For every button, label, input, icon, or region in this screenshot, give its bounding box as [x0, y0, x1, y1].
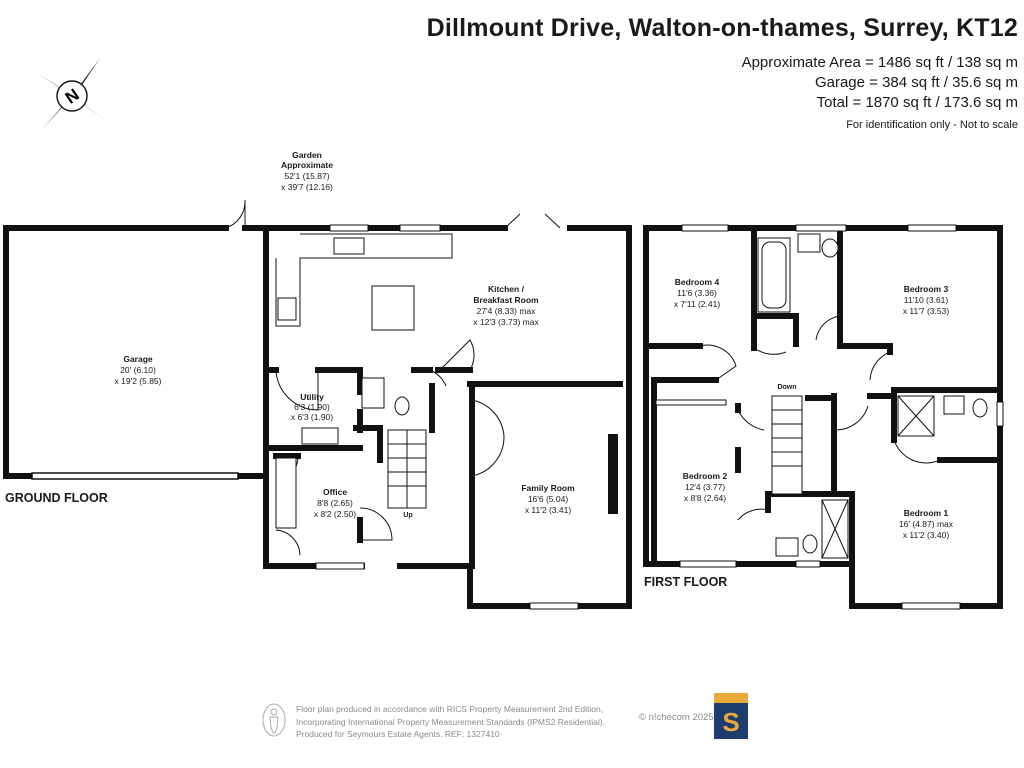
credit-text: © n!checom 2025. [639, 712, 717, 723]
bedroom4-dim-2: x 7'11 (2.41) [674, 299, 721, 309]
garage-dim-2: x 19'2 (5.85) [115, 376, 162, 386]
bedroom2-name: Bedroom 2 [683, 471, 728, 481]
footer-line-2: Incorporating International Property Mea… [296, 716, 605, 727]
garage-dim-1: 20' (6.10) [120, 365, 156, 375]
utility-dim-1: 6'3 (1.90) [294, 402, 330, 412]
bedroom2-dim-1: 12'4 (3.77) [685, 482, 726, 492]
bedroom2-dim-2: x 8'8 (2.64) [684, 493, 726, 503]
footer-line-3: Produced for Seymours Estate Agents. REF… [296, 729, 500, 739]
bedroom1-dim-1: 16' (4.87) max [899, 519, 954, 529]
kitchen-name-1: Kitchen / [488, 284, 525, 294]
bedroom1-dim-2: x 11'2 (3.40) [903, 530, 950, 540]
family-room-name: Family Room [521, 483, 575, 493]
utility-dim-2: x 6'3 (1.90) [291, 412, 333, 422]
bedroom4-name: Bedroom 4 [675, 277, 720, 287]
office-dim-2: x 8'2 (2.50) [314, 509, 356, 519]
property-address: Dillmount Drive, Walton-on-thames, Surre… [426, 14, 1018, 42]
ground-floor-label: GROUND FLOOR [5, 491, 108, 505]
first-floor-label: FIRST FLOOR [644, 575, 727, 589]
utility-name: Utility [300, 392, 324, 402]
bedroom3-dim-1: 11'10 (3.61) [904, 295, 949, 305]
garage-name: Garage [123, 354, 153, 364]
garden-label-2: Approximate [281, 160, 333, 170]
bedroom4-dim-1: 11'6 (3.36) [677, 288, 717, 298]
seymours-logo: S [714, 693, 748, 739]
bedroom1-name: Bedroom 1 [904, 508, 949, 518]
garage-walls [3, 225, 229, 479]
footer-line-1: Floor plan produced in accordance with R… [296, 704, 604, 714]
header: Dillmount Drive, Walton-on-thames, Surre… [427, 14, 1018, 131]
bedroom3-name: Bedroom 3 [904, 284, 949, 294]
family-room-dim-1: 16'6 (5.04) [528, 494, 569, 504]
logo-letter: S [722, 707, 739, 737]
footer-notes: Floor plan produced in accordance with R… [296, 703, 605, 741]
office-dim-1: 8'8 (2.65) [317, 498, 353, 508]
garden-dim-1: 52'1 (15.87) [284, 171, 329, 181]
stairs-up-label: Up [403, 512, 412, 519]
kitchen-dim-1: 27'4 (8.33) max [477, 306, 537, 316]
office-name: Office [323, 487, 347, 497]
kitchen-name-2: Breakfast Room [473, 295, 539, 305]
garden-label: Garden [292, 150, 322, 160]
disclaimer: For identification only - Not to scale [846, 119, 1018, 131]
person-icon [262, 703, 286, 737]
total-area: Total = 1870 sq ft / 173.6 sq m [816, 94, 1018, 111]
kitchen-dim-2: x 12'3 (3.73) max [473, 317, 539, 327]
family-room-dim-2: x 11'2 (3.41) [525, 505, 572, 515]
garage-area: Garage = 384 sq ft / 35.6 sq m [814, 74, 1018, 91]
garden-dim-2: x 39'7 (12.16) [281, 182, 333, 192]
approx-area: Approximate Area = 1486 sq ft / 138 sq m [741, 54, 1018, 71]
bedroom3-dim-2: x 11'7 (3.53) [903, 306, 950, 316]
stairs-down-label: Down [777, 384, 796, 391]
compass-icon: N [38, 58, 106, 130]
